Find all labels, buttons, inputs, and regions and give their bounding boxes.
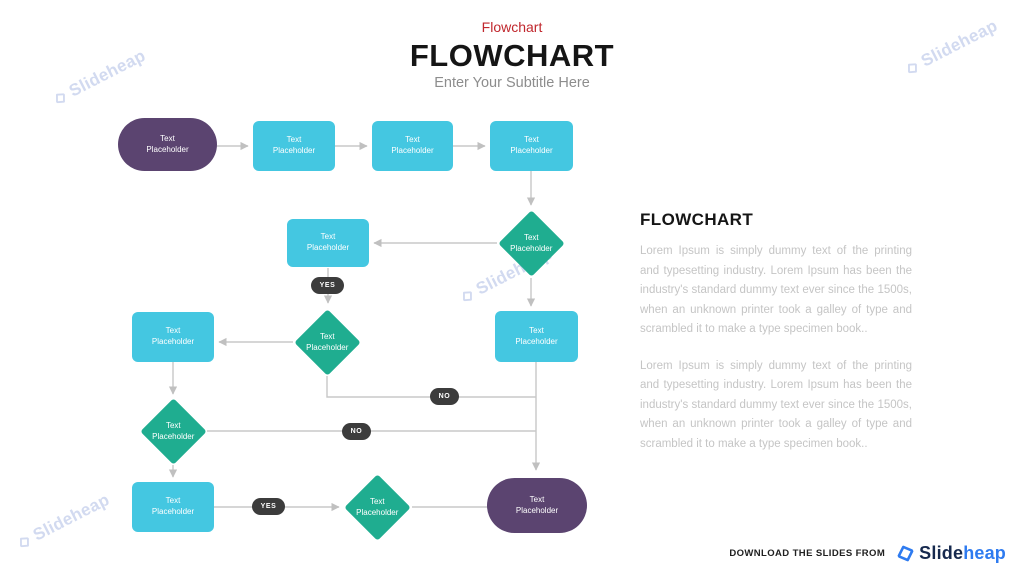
slideheap-icon (55, 92, 65, 103)
watermark: Slideheap (456, 244, 556, 308)
badge-label: NO (438, 393, 451, 400)
download-label: DOWNLOAD THE SLIDES FROM (729, 548, 886, 559)
node-label: Text Placeholder (356, 496, 399, 517)
node-label: Text Placeholder (151, 496, 195, 516)
flow-node-step-2[interactable]: Text Placeholder (372, 121, 453, 171)
badge-no[interactable]: NO (430, 388, 459, 405)
slideheap-logo[interactable]: Slideheap (895, 543, 1006, 564)
node-label: Text Placeholder (272, 135, 316, 155)
flow-node-end-terminator[interactable]: Text Placeholder (487, 478, 587, 533)
badge-yes[interactable]: YES (311, 277, 344, 294)
watermark: Slideheap (49, 46, 149, 110)
footer: DOWNLOAD THE SLIDES FROM Slideheap (729, 543, 1006, 564)
node-label: Text Placeholder (515, 325, 558, 346)
flow-node-start-terminator[interactable]: Text Placeholder (118, 118, 217, 171)
badge-yes[interactable]: YES (252, 498, 285, 515)
node-label: Text Placeholder (151, 326, 195, 346)
panel-heading: FLOWCHART (640, 210, 754, 229)
node-label: Text Placeholder (515, 494, 559, 515)
brand-text-slide: Slide (919, 543, 964, 563)
badge-no[interactable]: NO (342, 423, 371, 440)
node-label: Text Placeholder (306, 331, 349, 352)
node-label: Text Placeholder (510, 135, 553, 155)
flow-node-step-4[interactable]: Text Placeholder (287, 219, 369, 267)
badge-label: NO (350, 428, 363, 435)
brand-text-heap: heap (963, 543, 1006, 563)
watermark: Slideheap (901, 16, 1001, 80)
watermark: Slideheap (13, 490, 113, 554)
flow-node-step-7[interactable]: Text Placeholder (132, 482, 214, 532)
slideheap-icon (19, 536, 29, 547)
badge-label: YES (260, 503, 277, 510)
panel-paragraph: Lorem Ipsum is simply dummy text of the … (640, 359, 912, 450)
node-label: Text Placeholder (510, 232, 553, 253)
flow-node-step-1[interactable]: Text Placeholder (253, 121, 335, 171)
node-label: Text Placeholder (306, 232, 350, 252)
slideheap-icon (462, 290, 472, 301)
flow-node-step-5[interactable]: Text Placeholder (495, 311, 578, 362)
slideheap-icon (897, 545, 914, 562)
badge-label: YES (319, 282, 336, 289)
slide-title: FLOWCHART (409, 38, 615, 73)
slide-subtitle: Enter Your Subtitle Here (434, 75, 590, 91)
slide-eyebrow: Flowchart (481, 19, 543, 35)
panel-paragraph: Lorem Ipsum is simply dummy text of the … (640, 245, 912, 335)
node-label: Text Placeholder (152, 420, 195, 441)
node-label: Text Placeholder (391, 135, 434, 155)
flow-node-step-6[interactable]: Text Placeholder (132, 312, 214, 362)
node-label: Text Placeholder (146, 133, 189, 154)
flow-node-step-3[interactable]: Text Placeholder (490, 121, 573, 171)
description-panel: FLOWCHART Lorem Ipsum is simply dummy te… (640, 210, 912, 471)
slideheap-icon (907, 62, 917, 73)
